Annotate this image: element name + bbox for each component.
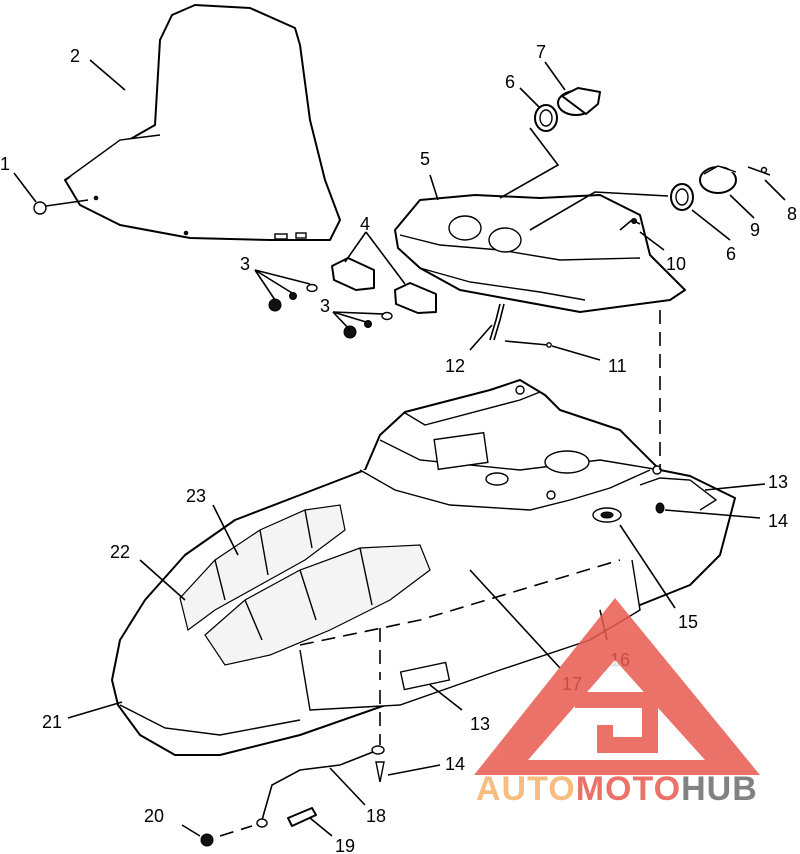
callout-6-upper: 6 bbox=[505, 72, 515, 92]
bolt bbox=[287, 807, 317, 827]
instrument-housing bbox=[394, 194, 686, 313]
tether-cable bbox=[256, 745, 385, 828]
callout-20: 20 bbox=[144, 806, 164, 826]
callout-7: 7 bbox=[536, 42, 546, 62]
callout-1: 1 bbox=[0, 154, 10, 174]
callout-5: 5 bbox=[420, 149, 430, 169]
watermark-text-moto: MOTO bbox=[576, 770, 681, 808]
callout-14-lower: 14 bbox=[445, 754, 465, 774]
callout-2: 2 bbox=[70, 46, 80, 66]
callout-15: 15 bbox=[678, 612, 698, 632]
callout-11: 11 bbox=[608, 356, 627, 376]
fastener-right bbox=[655, 502, 665, 514]
leader-lines bbox=[13, 59, 786, 837]
grommet bbox=[592, 507, 622, 523]
callout-12: 12 bbox=[445, 356, 465, 376]
callout-22: 22 bbox=[110, 542, 130, 562]
callout-9: 9 bbox=[750, 220, 760, 240]
mounting-brackets bbox=[331, 257, 437, 314]
nut bbox=[200, 833, 214, 847]
fastener-lower bbox=[375, 761, 385, 783]
decal-lower bbox=[399, 661, 451, 691]
callout-4: 4 bbox=[360, 214, 370, 234]
watermark-text-hub: HUB bbox=[681, 770, 758, 808]
fasteners-upper bbox=[268, 283, 318, 312]
windshield-screw bbox=[33, 199, 89, 215]
watermark-text-auto: AUTO bbox=[476, 770, 576, 808]
vent-grilles bbox=[179, 504, 431, 666]
decal-right bbox=[639, 477, 718, 511]
watermark: AUTOMOTOHUB bbox=[474, 598, 760, 808]
callout-3-upper: 3 bbox=[240, 254, 250, 274]
gauge-body-small bbox=[699, 165, 737, 194]
gauge-body bbox=[557, 87, 601, 116]
callout-3-lower: 3 bbox=[320, 296, 330, 316]
wire-connector bbox=[619, 218, 641, 231]
windshield bbox=[64, 4, 341, 241]
callout-14-right: 14 bbox=[768, 511, 788, 531]
callout-21: 21 bbox=[42, 712, 62, 732]
pin bbox=[504, 340, 552, 348]
gauge-ring-upper bbox=[534, 104, 558, 132]
callout-19: 19 bbox=[335, 836, 355, 854]
svg-text:AUTOMOTOHUB: AUTOMOTOHUB bbox=[476, 770, 758, 808]
gauge-ring-lower bbox=[670, 183, 694, 211]
watermark-triangle-cutout bbox=[528, 660, 705, 760]
fasteners-lower bbox=[343, 311, 393, 339]
callout-23: 23 bbox=[186, 486, 206, 506]
callout-8: 8 bbox=[787, 204, 797, 224]
callout-6-lower: 6 bbox=[726, 244, 736, 264]
callout-10: 10 bbox=[666, 254, 686, 274]
wire-harness bbox=[489, 303, 505, 341]
indicator-bulb bbox=[747, 166, 771, 176]
callout-13-lower: 13 bbox=[470, 714, 490, 734]
callout-13-right: 13 bbox=[768, 472, 788, 492]
callout-18: 18 bbox=[366, 806, 386, 826]
watermark-swirl bbox=[575, 692, 658, 753]
